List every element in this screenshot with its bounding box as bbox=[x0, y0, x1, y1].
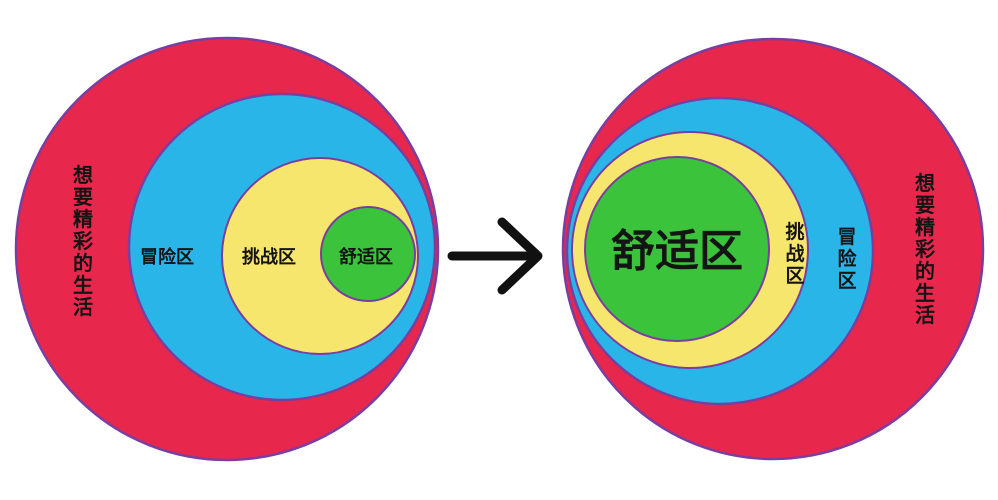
arrow-head bbox=[497, 217, 543, 295]
before-challenge-label: 挑战区 bbox=[242, 246, 296, 268]
before-diagram: 想要精彩的生活 冒险区 挑战区 舒适区 bbox=[14, 36, 440, 462]
after-adventure-label: 冒险区 bbox=[837, 226, 857, 292]
before-life-label: 想要精彩的生活 bbox=[72, 163, 93, 319]
before-comfort-label: 舒适区 bbox=[339, 246, 393, 268]
before-adventure-label: 冒险区 bbox=[140, 246, 194, 268]
after-diagram: 舒适区 挑战区 冒险区 想要精彩的生活 bbox=[561, 37, 985, 461]
before-comfort-circle bbox=[320, 206, 416, 302]
after-challenge-label: 挑战区 bbox=[785, 221, 804, 287]
after-life-label: 想要精彩的生活 bbox=[914, 171, 935, 327]
after-comfort-circle bbox=[584, 156, 770, 342]
right-arrow-icon bbox=[447, 217, 543, 295]
after-comfort-label: 舒适区 bbox=[611, 226, 743, 277]
